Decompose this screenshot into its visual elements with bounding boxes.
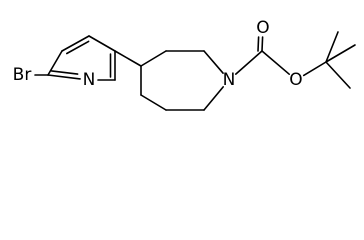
bond-carbonyl-o-double (257, 36, 260, 52)
bond-pip-n-c6 (203, 86, 224, 111)
bond-pyridine-piperidine (114, 50, 142, 67)
pyridine-nitrogen-label: N (83, 70, 96, 90)
bond-tbu-me1 (325, 44, 356, 63)
ester-oxygen-label: O (289, 70, 302, 90)
bond-n-carbonyl (235, 50, 263, 75)
bond-c3-c4 (61, 35, 90, 52)
bromine-label: Br (13, 65, 32, 85)
bond-c2-c3 (47, 50, 63, 76)
bond-tbu-me2 (325, 31, 339, 63)
bond-c3-c4-inner (66, 40, 90, 55)
bond-pip-c2b-n (203, 50, 224, 74)
bond-pip-c5-c4 (140, 94, 167, 111)
bond-carbonyl-o (261, 36, 264, 52)
bond-n1-c2-inner (50, 70, 79, 75)
bond-c4-c5 (88, 35, 116, 52)
bond-ester-o-tbu (302, 61, 327, 77)
bond-pip-c3-c2 (140, 50, 167, 67)
bond-tbu-me3 (325, 61, 351, 89)
piperidine-nitrogen-label: N (223, 70, 236, 90)
carbonyl-oxygen-label: O (256, 18, 269, 38)
bond-n1-c2 (47, 74, 81, 80)
bond-carbonyl-ester-o (261, 50, 291, 75)
chemical-structure: Br N N O O (13, 18, 356, 111)
